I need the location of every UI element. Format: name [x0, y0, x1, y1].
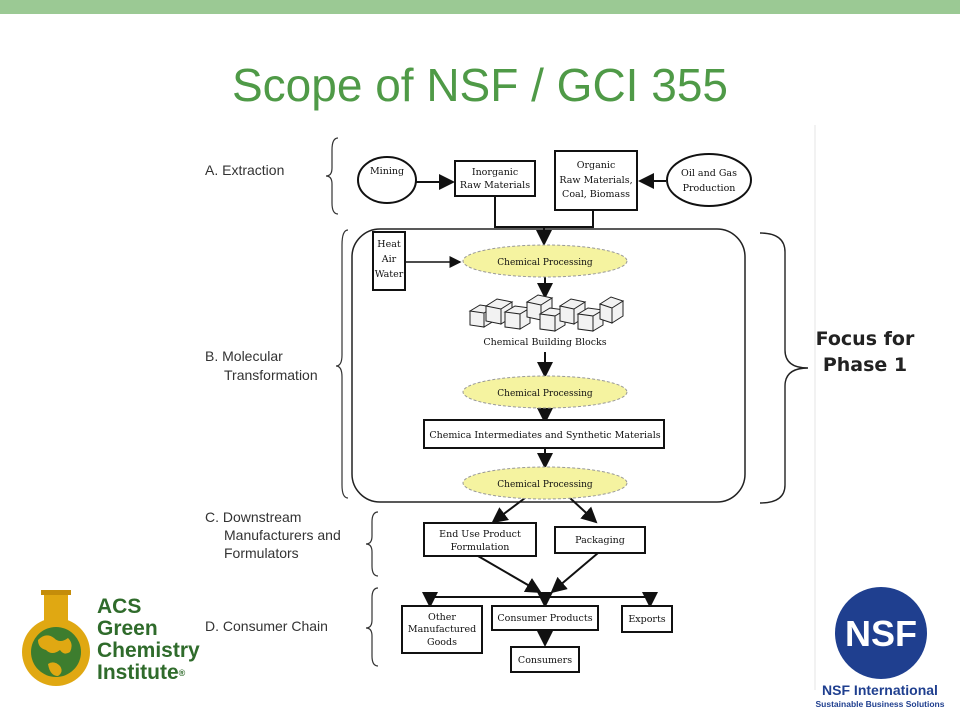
focus-phase-label: Focus for Phase 1	[800, 326, 930, 378]
node-enduse-text-2: Formulation	[451, 542, 510, 553]
arrow-enduse-market	[477, 555, 542, 594]
node-inorganic-text-1: Inorganic	[472, 167, 518, 178]
node-other-text-1: Other	[428, 612, 456, 623]
acs-logo-text: ACS Green Chemistry Institute®	[97, 596, 200, 684]
node-consumer-products-text: Consumer Products	[497, 613, 592, 624]
node-mining	[357, 156, 417, 204]
acs-institute: Institute	[97, 661, 179, 684]
nsf-logo-mark: NSF	[845, 613, 917, 654]
acs-line-3: Chemistry	[97, 639, 200, 662]
node-building-blocks-text: Chemical Building Blocks	[483, 337, 606, 348]
node-heat-text: Heat	[377, 239, 401, 250]
focus-line-1: Focus for	[815, 328, 915, 350]
acs-registered-mark: ®	[178, 668, 186, 678]
node-organic-text-1: Organic	[577, 160, 616, 171]
stage-consumer-label: D. Consumer Chain	[205, 618, 328, 634]
top-accent-bar	[0, 0, 960, 14]
stage-extraction-label: A. Extraction	[205, 162, 284, 178]
node-consumers-text: Consumers	[518, 655, 572, 666]
slide-title: Scope of NSF / GCI 355	[231, 59, 728, 111]
node-consumers	[510, 646, 580, 673]
acs-line-1: ACS	[97, 595, 142, 618]
molecular-transformation-frame	[351, 228, 746, 503]
brace-consumer	[365, 587, 379, 667]
nsf-name: NSF International	[822, 682, 938, 698]
nsf-logo-icon: NSF	[835, 587, 927, 679]
node-oilgas-text-2: Production	[683, 183, 736, 194]
node-organic-text-2: Raw Materials,	[559, 175, 632, 186]
stage-molecular-label-1: B. Molecular	[205, 348, 283, 364]
node-intermediates-text: Chemica Intermediates and Synthetic Mate…	[429, 430, 660, 441]
stage-molecular-label-2: Transformation	[224, 367, 318, 383]
node-exports-text: Exports	[628, 614, 665, 625]
node-organic	[554, 150, 638, 211]
stage-downstream-label-1: C. Downstream	[205, 509, 301, 525]
node-oil-gas	[666, 153, 752, 207]
node-organic-text-3: Coal, Biomass	[562, 189, 630, 200]
nsf-tagline: Sustainable Business Solutions	[815, 699, 945, 709]
acs-line-2: Green	[97, 617, 158, 640]
node-packaging	[554, 526, 646, 554]
node-chemical-processing-2	[462, 375, 628, 409]
node-other-text-2: Manufactured	[408, 624, 476, 635]
brace-molecular	[335, 229, 349, 499]
arrow-processing-packaging	[569, 497, 598, 524]
node-chem-proc-3-text: Chemical Processing	[497, 480, 593, 490]
node-mining-text: Mining	[370, 166, 404, 177]
node-consumer-products	[491, 605, 599, 631]
acs-line-4: Institute®	[97, 662, 200, 684]
node-water-text: Water	[375, 269, 404, 280]
node-air-text: Air	[381, 254, 397, 265]
brace-focus-phase1	[759, 232, 809, 504]
node-chemical-processing-3	[462, 466, 628, 500]
acs-flask-icon	[22, 590, 90, 686]
node-exports	[621, 605, 673, 633]
node-inorganic-text-2: Raw Materials	[460, 180, 530, 191]
brace-downstream	[365, 511, 379, 577]
node-enduse-text-1: End Use Product	[439, 529, 521, 540]
node-packaging-text: Packaging	[575, 535, 625, 546]
focus-line-2: Phase 1	[822, 354, 908, 376]
node-oilgas-text-1: Oil and Gas	[681, 168, 737, 179]
node-chem-proc-2-text: Chemical Processing	[497, 389, 593, 399]
node-other-text-3: Goods	[427, 637, 457, 648]
node-intermediates	[423, 419, 665, 449]
stage-downstream-label-3: Formulators	[224, 545, 299, 561]
node-chemical-processing-1	[462, 244, 628, 278]
node-other-goods	[401, 605, 483, 654]
arrow-packaging-market	[550, 552, 599, 594]
node-heat-air-water	[372, 231, 406, 291]
connector-market-split	[429, 596, 651, 604]
brace-extraction	[325, 137, 339, 215]
node-end-use-formulation	[423, 522, 537, 557]
building-blocks-cubes	[468, 294, 625, 332]
arrow-processing-enduse	[491, 497, 526, 524]
node-chem-proc-1-text: Chemical Processing	[497, 258, 593, 268]
node-inorganic	[454, 160, 536, 197]
stage-downstream-label-2: Manufacturers and	[224, 527, 341, 543]
